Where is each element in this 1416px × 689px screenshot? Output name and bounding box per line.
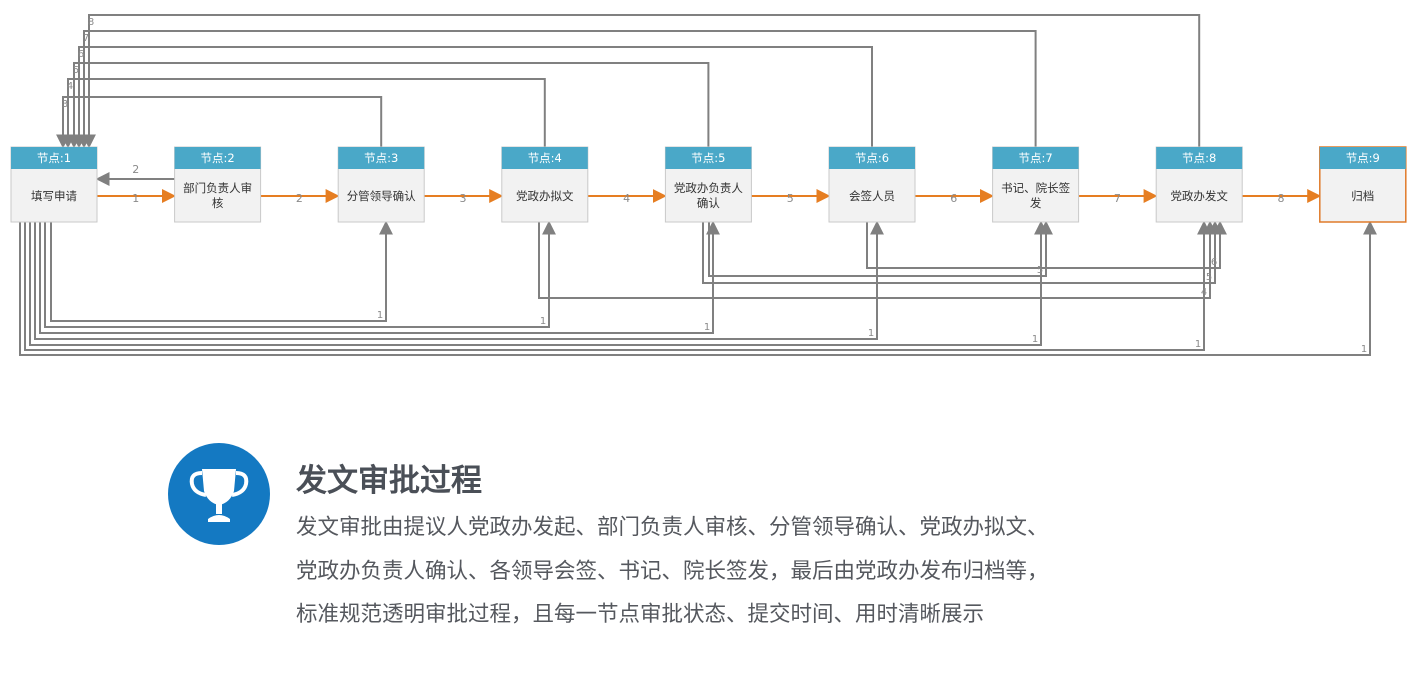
node-3: 节点:3 分管领导确认	[337, 146, 425, 223]
node-2: 节点:2 部门负责人审核	[174, 146, 262, 223]
forward-label-8: 8	[1278, 192, 1285, 205]
bottom-label-to-7: 1	[1032, 334, 1038, 345]
forward-label-5: 5	[787, 192, 794, 205]
top-return-label-3: 3	[62, 99, 68, 110]
node-header	[501, 147, 588, 169]
arrow-4-to-8	[538, 220, 1217, 299]
to-7-label: 5	[1037, 265, 1043, 276]
node-8: 节点:8 党政办发文	[1155, 146, 1243, 223]
to-8-label-4: 4	[1201, 287, 1207, 298]
node-header	[1156, 147, 1243, 169]
node-header	[11, 147, 97, 169]
bottom-label-to-9: 1	[1361, 344, 1367, 355]
node-header-label: 节点:3	[364, 151, 398, 165]
bottom-from-1-to-8	[24, 220, 1211, 351]
arrow-6-to-8	[866, 220, 1227, 269]
node-header-label: 节点:5	[691, 151, 725, 165]
node-name-line: 填写申请	[31, 189, 77, 203]
to-8-label-5: 5	[1206, 272, 1212, 283]
bottom-label-to-8: 1	[1195, 339, 1201, 350]
node-name-line: 书记、院长签	[1001, 181, 1070, 195]
node-name-line: 归档	[1351, 189, 1374, 203]
top-return-label-5: 5	[73, 65, 79, 76]
forward-label-2: 2	[296, 192, 303, 205]
forward-label-7: 7	[1114, 192, 1121, 205]
node-7: 节点:7 书记、院长签发	[992, 146, 1080, 223]
bottom-from-1-to-4	[44, 220, 556, 328]
node-name-line: 发	[1030, 196, 1042, 210]
trophy-icon	[168, 443, 270, 545]
top-return-label-4: 4	[67, 81, 73, 92]
node-header	[665, 147, 752, 169]
top-return-label-8: 8	[88, 17, 94, 28]
bottom-from-1-to-3	[50, 220, 393, 322]
node-name-line: 确认	[697, 196, 720, 210]
top-return-4	[61, 78, 546, 149]
to-8-label-6: 6	[1211, 257, 1217, 268]
node-header-label: 节点:1	[37, 151, 71, 165]
node-name-line: 部门负责人审	[183, 181, 252, 195]
back-label: 2	[132, 163, 139, 176]
bottom-label-to-6: 1	[868, 328, 874, 339]
node-name-line: 党政办拟文	[516, 189, 574, 203]
bottom-label-to-3: 1	[377, 310, 383, 321]
node-header-label: 节点:8	[1182, 151, 1216, 165]
node-name-line: 党政办负责人	[674, 181, 743, 195]
top-return-5	[67, 62, 710, 149]
node-name-line: 会签人员	[849, 189, 895, 203]
node-header-label: 节点:9	[1346, 151, 1380, 165]
arrow-5-to-8	[702, 220, 1222, 284]
bottom-label-to-5: 1	[704, 322, 710, 333]
bottom-from-1-to-9	[19, 220, 1377, 356]
node-header-label: 节点:7	[1018, 151, 1052, 165]
top-return-8	[82, 14, 1201, 149]
node-name-line: 核	[212, 196, 224, 210]
bottom-from-1-to-6	[34, 220, 884, 340]
intro-section: 发文审批过程 发文审批由提议人党政办发起、部门负责人审核、分管领导确认、党政办拟…	[168, 443, 1068, 683]
workflow-diagram: 节点:1填写申请节点:2部门负责人审核节点:3分管领导确认节点:4党政办拟文节点…	[10, 14, 1407, 356]
top-return-3	[56, 96, 383, 149]
forward-label-6: 6	[950, 192, 957, 205]
forward-label-1: 1	[132, 192, 139, 205]
node-6: 节点:6 会签人员	[828, 146, 916, 223]
forward-label-3: 3	[460, 192, 467, 205]
node-header-label: 节点:4	[528, 151, 562, 165]
node-header	[1319, 147, 1406, 169]
node-name-line: 分管领导确认	[347, 189, 416, 203]
node-4: 节点:4 党政办拟文	[501, 146, 589, 223]
top-return-label-7: 7	[83, 33, 89, 44]
node-1: 节点:1 填写申请	[10, 146, 98, 223]
bottom-label-to-4: 1	[540, 316, 546, 327]
node-header-label: 节点:2	[200, 151, 234, 165]
node-header-label: 节点:6	[855, 151, 889, 165]
node-header	[338, 147, 425, 169]
intro-title: 发文审批过程	[296, 463, 482, 499]
intro-body: 发文审批由提议人党政办发起、部门负责人审核、分管领导确认、党政办拟文、党政办负责…	[296, 515, 1049, 627]
node-9: 节点:9 归档	[1319, 146, 1407, 223]
node-header	[174, 147, 261, 169]
node-header	[992, 147, 1079, 169]
top-return-7	[77, 30, 1037, 149]
top-return-label-6: 6	[78, 49, 84, 60]
node-5: 节点:5 党政办负责人确认	[664, 146, 752, 223]
node-header	[829, 147, 915, 169]
node-name-line: 党政办发文	[1170, 189, 1228, 203]
forward-label-4: 4	[623, 192, 630, 205]
arrow-5-to-7	[708, 220, 1053, 277]
bottom-from-1-to-5	[39, 220, 720, 334]
